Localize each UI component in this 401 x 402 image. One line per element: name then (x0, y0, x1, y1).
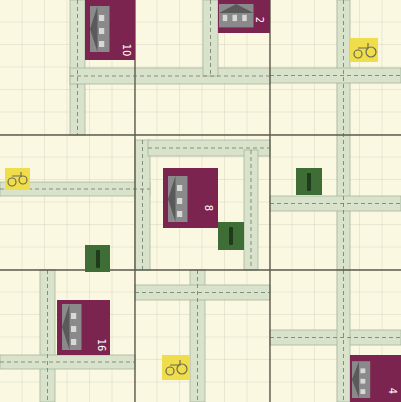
tile-number: 10 (121, 44, 131, 57)
house-tile: 4 (350, 355, 401, 402)
house-tile: 10 (85, 0, 135, 60)
tile-number: 8 (203, 205, 213, 211)
house-tile: 16 (57, 300, 110, 355)
tile-number: 2 (254, 17, 264, 23)
tile-number: 16 (96, 339, 106, 352)
tile-number: 4 (387, 388, 397, 394)
house-tile: 2 (218, 0, 270, 33)
house-tile: 8 (163, 168, 218, 228)
